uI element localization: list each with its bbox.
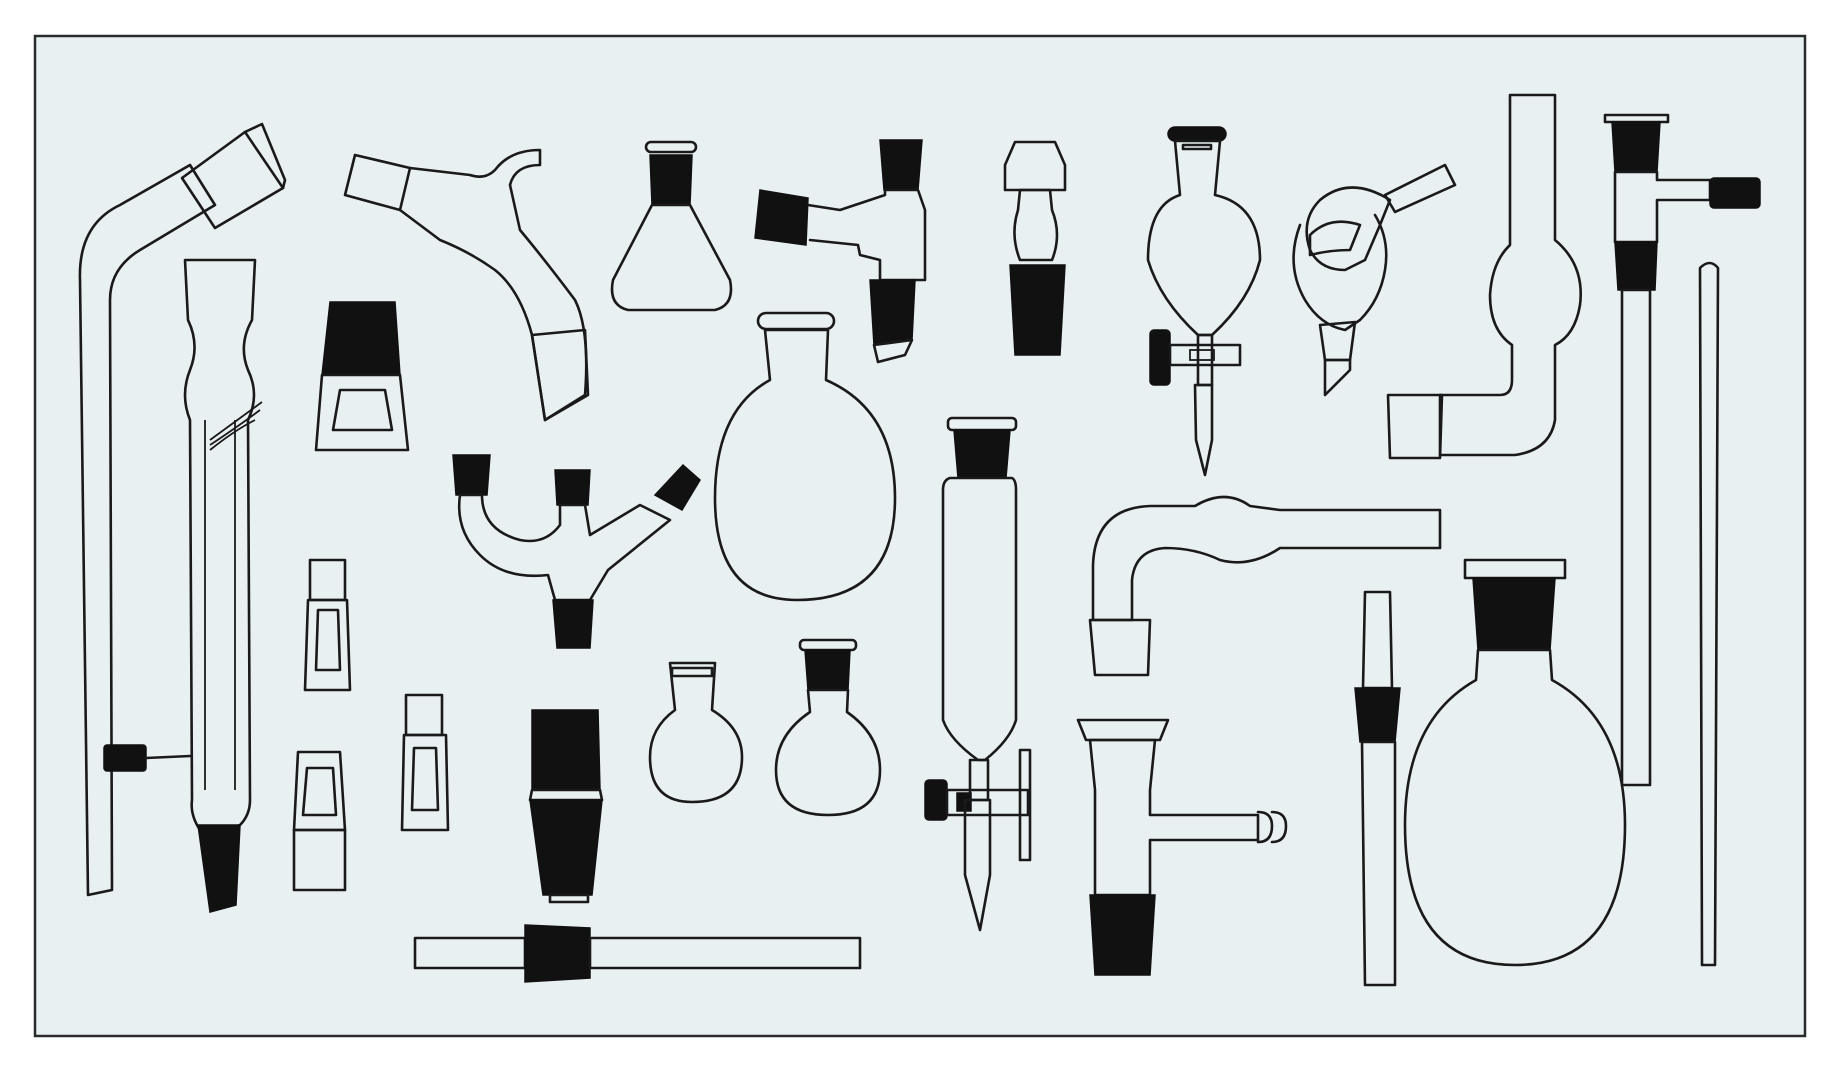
round-bottom-flask-icon-3: [774, 638, 882, 817]
drying-tube-icon: [1386, 93, 1582, 460]
reducing-adapter-icon: [528, 709, 604, 904]
stopper-icon-3: [303, 558, 352, 692]
straight-tube-icon-2: [413, 924, 862, 983]
stopper-icon-5: [400, 693, 450, 832]
round-bottom-flask-icon: [713, 311, 897, 602]
panel-background: [33, 34, 1807, 1038]
stopper-icon-4: [292, 750, 347, 892]
stopper-icon: [314, 301, 410, 452]
separatory-funnel-icon: [1146, 126, 1262, 477]
claisen-adapter-icon: [754, 139, 927, 364]
stopper-icon-2: [1003, 140, 1067, 356]
distillation-head-icon: [343, 148, 590, 422]
bent-adapter-icon: [78, 122, 287, 897]
round-bottom-flask-icon-2: [648, 661, 744, 804]
erlenmeyer-flask-icon: [610, 140, 733, 312]
round-bottom-flask-icon-4: [1403, 558, 1627, 967]
addition-funnel-icon: [924, 416, 1032, 932]
vacuum-adapter-icon: [1292, 163, 1457, 397]
allihn-condenser-icon: [103, 258, 263, 913]
straight-tube-icon: [1354, 590, 1401, 987]
bent-adapter-icon-2: [1088, 495, 1442, 677]
stirring-rod-icon: [1698, 261, 1720, 967]
three-neck-adapter-icon: [452, 454, 701, 649]
thermometer-adapter-icon-2: [1076, 718, 1288, 976]
thermometer-adapter-icon: [1603, 113, 1761, 787]
